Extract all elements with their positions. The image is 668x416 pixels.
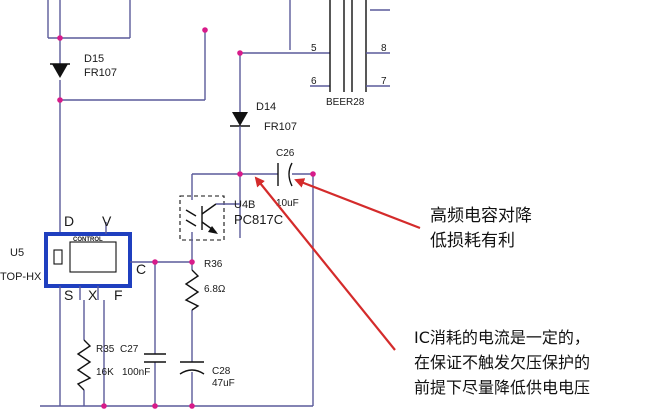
pin-7-label: 7 bbox=[381, 76, 387, 87]
r36-value: 6.8Ω bbox=[204, 284, 226, 295]
arrow-to-supply bbox=[254, 176, 396, 351]
diode-d15 bbox=[50, 63, 70, 78]
d15-ref: D15 bbox=[84, 53, 104, 65]
ic-u5 bbox=[44, 222, 192, 300]
c28-value: 47uF bbox=[212, 378, 235, 389]
pin-5-label: 5 bbox=[311, 43, 317, 54]
c28-ref: C28 bbox=[212, 366, 231, 377]
resistor-r35 bbox=[76, 339, 92, 391]
top-left-wiring bbox=[47, 0, 206, 234]
c26-ref: C26 bbox=[276, 148, 295, 159]
optocoupler-u4b bbox=[179, 195, 240, 262]
junction-dots bbox=[57, 27, 316, 409]
pin-6-label: 6 bbox=[311, 76, 317, 87]
capacitor-c26 bbox=[277, 162, 293, 187]
u5-inner-label: CONTROL bbox=[73, 237, 103, 243]
pin-8-label: 8 bbox=[381, 43, 387, 54]
resistor-r36 bbox=[184, 269, 200, 311]
annotation-ic-current: IC消耗的电流是一定的， 在保证不触发欠压保护的 前提下尽量降低供电电压 bbox=[414, 325, 590, 400]
u4b-ref: U4B bbox=[234, 199, 255, 211]
annotation-line: 在保证不触发欠压保护的 bbox=[414, 353, 591, 372]
r36-ref: R36 bbox=[204, 259, 223, 270]
annotation-line: IC消耗的电流是一定的， bbox=[414, 328, 590, 347]
transformer-beer28 bbox=[239, 0, 390, 112]
pin-x-label: X bbox=[88, 287, 98, 303]
pin-s-label: S bbox=[64, 287, 73, 303]
capacitor-c28 bbox=[179, 361, 205, 375]
c27-ref: C27 bbox=[120, 344, 139, 355]
pin-d-label: D bbox=[64, 213, 74, 229]
arrow-to-c26 bbox=[294, 178, 421, 230]
transformer-ref: BEER28 bbox=[326, 97, 365, 108]
annotation-line: 高频电容对降 bbox=[430, 206, 532, 226]
annotation-line: 前提下尽量降低供电电压 bbox=[414, 378, 591, 397]
pin-v-label: V bbox=[102, 213, 112, 229]
pin-f-label: F bbox=[114, 287, 123, 303]
pin-c-label: C bbox=[136, 261, 146, 277]
annotation-line: 低损耗有利 bbox=[430, 231, 515, 251]
c27-value: 100nF bbox=[122, 367, 150, 378]
u5-ref: U5 bbox=[10, 247, 24, 259]
d14-ref: D14 bbox=[256, 101, 276, 113]
r35-ref: R35 bbox=[96, 344, 115, 355]
r35-value: 16K bbox=[96, 367, 114, 378]
d14-value: FR107 bbox=[264, 121, 297, 133]
u5-value: TOP-HX bbox=[0, 271, 42, 283]
c26-value: 10uF bbox=[276, 198, 299, 209]
annotation-high-freq-capacitor: 高频电容对降 低损耗有利 bbox=[430, 204, 532, 254]
capacitor-c27 bbox=[144, 353, 166, 363]
diode-d14 bbox=[230, 112, 250, 174]
u4b-value: PC817C bbox=[234, 212, 283, 227]
d15-value: FR107 bbox=[84, 67, 117, 79]
